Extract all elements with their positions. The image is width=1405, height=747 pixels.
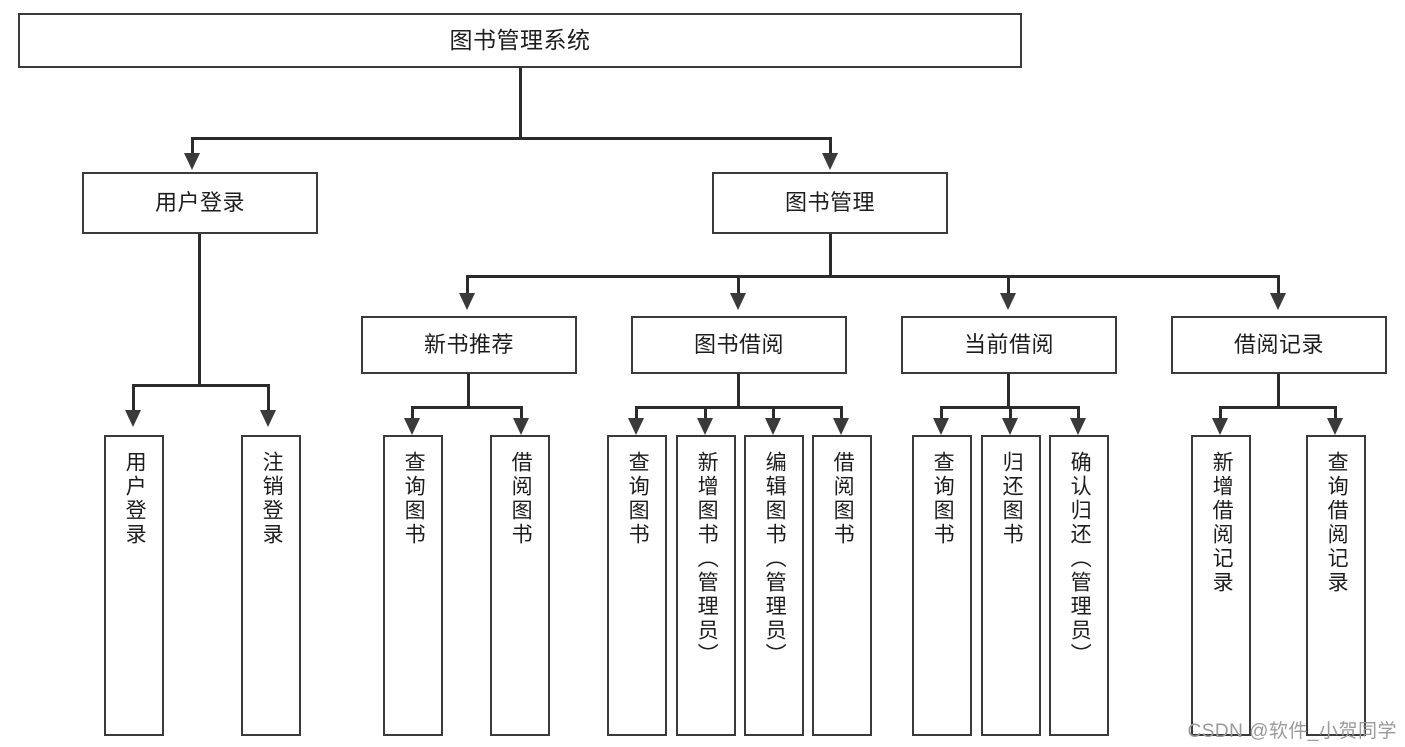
node-label: 归还图书 bbox=[1000, 451, 1024, 547]
node-label: 查询图书 bbox=[931, 451, 955, 547]
connector-to-book-borrow bbox=[737, 275, 740, 297]
arrow-leaf-query-record bbox=[1327, 418, 1343, 435]
node-label: 查询图书 bbox=[626, 451, 650, 547]
connector-to-user-login bbox=[191, 137, 194, 157]
arrow-leaf-add-record bbox=[1212, 418, 1228, 435]
arrow-leaf-query-book-1 bbox=[404, 418, 420, 435]
node-label: 新增图书（管理员） bbox=[695, 451, 719, 667]
connector-book-borrow-c4 bbox=[840, 406, 843, 420]
connector-user-login-stem bbox=[198, 234, 201, 386]
node-leaf-query-book-1[interactable]: 查询图书 bbox=[383, 435, 443, 736]
connector-borrow-record-left bbox=[1219, 406, 1222, 420]
arrow-leaf-confirm-return bbox=[1070, 418, 1086, 435]
node-new-book-recommend[interactable]: 新书推荐 bbox=[361, 316, 577, 374]
arrow-to-new-book-recommend bbox=[459, 293, 475, 310]
node-leaf-query-book-3[interactable]: 查询图书 bbox=[912, 435, 972, 736]
arrow-to-book-management bbox=[822, 153, 838, 170]
node-book-management[interactable]: 图书管理 bbox=[712, 172, 948, 234]
connector-new-book-left bbox=[411, 406, 414, 420]
node-leaf-edit-book[interactable]: 编辑图书（管理员） bbox=[744, 435, 804, 736]
node-root-system[interactable]: 图书管理系统 bbox=[18, 13, 1022, 68]
arrow-to-user-login bbox=[184, 153, 200, 170]
node-label: 编辑图书（管理员） bbox=[763, 451, 787, 667]
connector-borrow-record-stem bbox=[1277, 374, 1280, 408]
connector-book-management-stem bbox=[829, 234, 832, 277]
node-leaf-query-book-2[interactable]: 查询图书 bbox=[607, 435, 667, 736]
arrow-leaf-logout bbox=[260, 410, 276, 427]
node-label: 新增借阅记录 bbox=[1210, 451, 1234, 595]
connector-borrow-record-bus bbox=[1219, 406, 1337, 409]
node-label: 用户登录 bbox=[154, 190, 245, 216]
connector-to-current-borrow bbox=[1007, 275, 1010, 297]
connector-book-borrow-c2 bbox=[704, 406, 707, 420]
connector-book-borrow-c1 bbox=[635, 406, 638, 420]
connector-user-login-bus bbox=[132, 384, 267, 387]
node-leaf-confirm-return[interactable]: 确认归还（管理员） bbox=[1049, 435, 1109, 736]
node-label: 借阅图书 bbox=[509, 451, 533, 547]
arrow-to-current-borrow bbox=[1000, 293, 1016, 310]
connector-book-borrow-stem bbox=[737, 374, 740, 408]
connector-current-borrow-c3 bbox=[1077, 406, 1080, 420]
arrow-leaf-edit-book bbox=[765, 418, 781, 435]
node-label: 图书管理系统 bbox=[449, 26, 591, 53]
connector-to-borrow-record bbox=[1277, 275, 1280, 297]
connector-root-stem bbox=[519, 68, 522, 139]
connector-level3-bus bbox=[466, 275, 1280, 278]
node-label: 用户登录 bbox=[123, 451, 147, 547]
arrow-leaf-user-login bbox=[125, 410, 141, 427]
connector-new-book-stem bbox=[467, 374, 470, 408]
connector-current-borrow-c2 bbox=[1009, 406, 1012, 420]
node-leaf-borrow-book-2[interactable]: 借阅图书 bbox=[812, 435, 872, 736]
node-leaf-logout[interactable]: 注销登录 bbox=[241, 435, 301, 736]
connector-level2-bus bbox=[191, 137, 832, 140]
arrow-leaf-borrow-book-2 bbox=[833, 418, 849, 435]
node-label: 图书管理 bbox=[784, 190, 875, 216]
connector-book-borrow-c3 bbox=[772, 406, 775, 420]
node-leaf-return-book[interactable]: 归还图书 bbox=[981, 435, 1041, 736]
arrow-to-book-borrow bbox=[730, 293, 746, 310]
node-borrow-record[interactable]: 借阅记录 bbox=[1171, 316, 1387, 374]
connector-current-borrow-stem bbox=[1007, 374, 1010, 408]
connector-new-book-bus bbox=[411, 406, 523, 409]
connector-book-borrow-bus bbox=[635, 406, 843, 409]
arrow-leaf-query-book-3 bbox=[933, 418, 949, 435]
arrow-leaf-query-book-2 bbox=[628, 418, 644, 435]
connector-user-login-left bbox=[132, 384, 135, 412]
node-book-borrow[interactable]: 图书借阅 bbox=[631, 316, 847, 374]
arrow-leaf-return-book bbox=[1002, 418, 1018, 435]
connector-to-book-management bbox=[829, 137, 832, 157]
node-leaf-add-book[interactable]: 新增图书（管理员） bbox=[676, 435, 736, 736]
node-user-login[interactable]: 用户登录 bbox=[82, 172, 318, 234]
node-label: 图书借阅 bbox=[693, 332, 784, 358]
node-label: 当前借阅 bbox=[963, 332, 1054, 358]
arrow-leaf-borrow-book-1 bbox=[513, 418, 529, 435]
node-label: 查询图书 bbox=[402, 451, 426, 547]
node-leaf-borrow-book-1[interactable]: 借阅图书 bbox=[490, 435, 550, 736]
connector-user-login-right bbox=[267, 384, 270, 412]
node-label: 注销登录 bbox=[260, 451, 284, 547]
node-label: 借阅图书 bbox=[831, 451, 855, 547]
node-label: 新书推荐 bbox=[423, 332, 514, 358]
node-label: 借阅记录 bbox=[1233, 332, 1324, 358]
connector-current-borrow-c1 bbox=[940, 406, 943, 420]
node-label: 查询借阅记录 bbox=[1325, 451, 1349, 595]
connector-to-new-book-recommend bbox=[466, 275, 469, 297]
arrow-leaf-add-book bbox=[697, 418, 713, 435]
node-label: 确认归还（管理员） bbox=[1068, 451, 1092, 667]
arrow-to-borrow-record bbox=[1270, 293, 1286, 310]
connector-borrow-record-right bbox=[1334, 406, 1337, 420]
watermark-text: CSDN @软件_小贺同学 bbox=[1187, 721, 1397, 742]
node-leaf-query-record[interactable]: 查询借阅记录 bbox=[1306, 435, 1366, 736]
node-current-borrow[interactable]: 当前借阅 bbox=[901, 316, 1117, 374]
node-leaf-add-record[interactable]: 新增借阅记录 bbox=[1191, 435, 1251, 736]
connector-new-book-right bbox=[520, 406, 523, 420]
node-leaf-user-login[interactable]: 用户登录 bbox=[104, 435, 164, 736]
